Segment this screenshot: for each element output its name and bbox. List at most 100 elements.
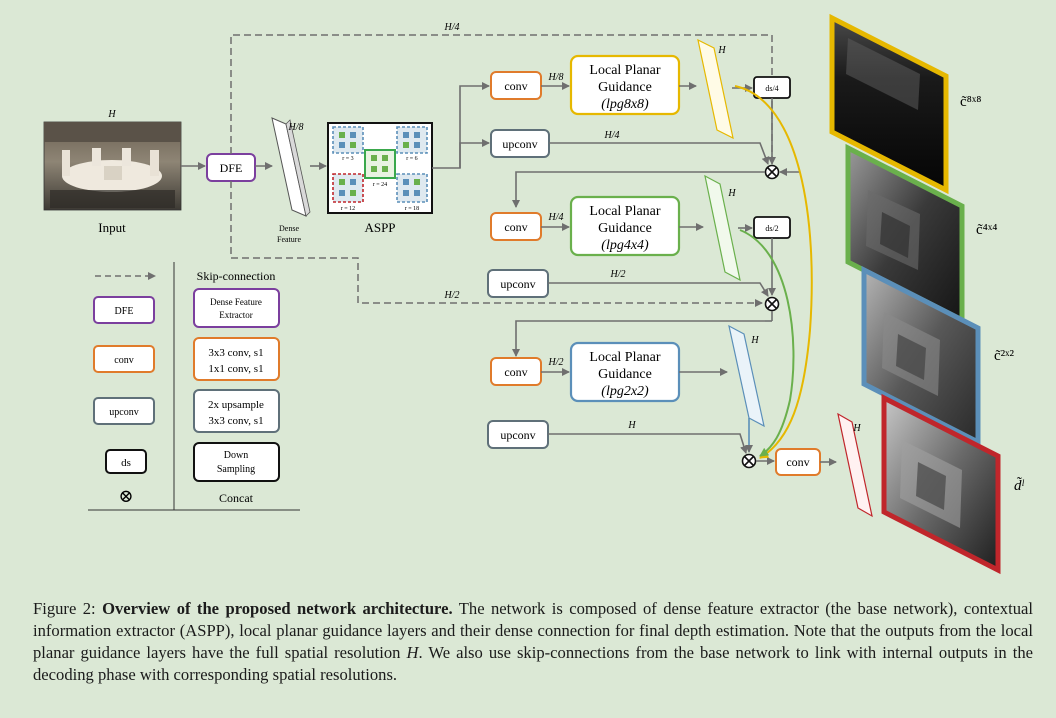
legend-desc-dfe [193,288,280,328]
lpg-title-2: Guidance [598,221,652,236]
lpg-title-1: Local Planar [589,63,660,78]
lpg8-block [569,54,681,116]
dense-connection-green [739,229,795,457]
lpg-title-2: Guidance [598,80,652,95]
legend-desc-upconv [193,389,280,433]
edge-upconv3-concat [548,433,748,454]
conv-label: conv [504,220,527,234]
architecture-diagram: H Input DFE H/8 Dense Feature [43,13,1025,575]
caption-title: Overview of the proposed network archite… [102,599,453,618]
legend-desc-line: Dense Feature [210,297,262,307]
legend-skip-label: Skip-connection [197,269,276,283]
legend-desc-line: Sampling [217,464,255,475]
edge-aspp-upconv1 [459,139,490,168]
legend-key-label: DFE [115,306,134,317]
figure-caption: Figure 2: Overview of the proposed netwo… [33,598,1033,686]
output-map-depth [881,393,1001,575]
output-map-c2 [861,265,981,447]
conv-label: conv [786,455,809,469]
edge-label-h: H [627,420,636,431]
lpg4-output-slab [704,174,741,282]
aspp-rate-label: r = 6 [406,156,417,162]
input-res-label: H [107,109,116,120]
legend-concat-label: Concat [219,491,254,505]
dense-connection-yellow [734,85,813,459]
skip-label-h4: H/4 [444,22,460,33]
legend-key-conv [93,345,155,373]
output-label-c8: c̃⁸ˣ⁸ [960,94,981,110]
legend-desc-line: Extractor [219,310,252,320]
legend-desc-line: Down [224,450,248,461]
output-map-c8 [829,13,949,195]
dense-res-label: H/8 [288,122,304,133]
aspp-r3 [332,126,364,154]
skip-connection-h2 [230,181,763,307]
lpg4-name: (lpg4x4) [601,238,649,253]
lpg4-block [569,195,681,257]
out-res-label: H [727,188,736,199]
concat-icon [764,296,780,312]
edge-label-h4: H/4 [548,212,564,223]
edge-label-h4: H/4 [604,130,620,141]
legend-desc-conv [193,337,280,381]
edge-aspp-conv1 [432,82,490,169]
edge-upconv1-concat [549,142,770,165]
upconv-label: upconv [500,428,535,442]
aspp-r12 [332,173,364,203]
skip-label-h2: H/2 [444,290,460,301]
upconv-label: upconv [502,137,537,151]
legend-key-label: upconv [109,407,138,418]
input-image [43,121,182,211]
lpg8-output-slab [697,38,734,140]
skip-connection-h4 [230,34,773,166]
dense-label-1: Dense [279,224,299,233]
legend-desc-line: 3x3 conv, s1 [208,415,263,427]
upconv-label: upconv [500,277,535,291]
legend-desc-line: 2x upsample [208,399,264,411]
aspp-rate-label: r = 12 [341,206,355,212]
out-res-label: H [852,423,861,434]
aspp-block: r = 3 r = 6 r = 24 r = 12 r = 18 [327,122,433,214]
aspp-rate-label: r = 18 [405,206,419,212]
lpg8-name: (lpg8x8) [601,97,649,112]
legend-key-dfe [93,296,155,324]
conv-label: conv [504,79,527,93]
legend: Skip-connection DFE Dense Feature Extrac… [88,262,300,511]
lpg-title-1: Local Planar [589,204,660,219]
lpg-title-1: Local Planar [589,350,660,365]
edge-label-h2: H/2 [548,357,564,368]
legend-desc-ds [193,442,280,482]
ds4-label: ds/4 [765,84,778,93]
output-label-c4: c̃⁴ˣ⁴ [976,222,997,238]
caption-res-symbol: H [406,643,419,662]
edge-upconv2-concat [548,282,769,297]
output-label-d: d̃ˡ [1014,477,1025,494]
caption-figure-number: Figure 2: [33,599,96,618]
legend-desc-line: 3x3 conv, s1 [208,347,263,359]
caption-body-2: . We also use skip-connections from the … [33,643,1034,684]
aspp-rate-label: r = 24 [373,182,387,188]
input-label: Input [98,220,126,235]
caption-body-1: The network is composed of dense feature… [33,599,1033,662]
dfe-label: DFE [220,161,243,175]
edge-label-h8: H/8 [548,72,564,83]
concat-icon [741,453,757,469]
legend-concat-icon: ⊗ [118,486,133,506]
legend-key-upconv [93,397,155,425]
edge-concat1-conv2 [512,171,765,208]
concat-icon [764,164,780,180]
lpg2-output-slab [728,324,765,428]
legend-key-label: ds [121,457,131,469]
aspp-r24 [364,149,396,179]
output-label-c2: c̃²ˣ² [994,348,1014,364]
aspp-rate-label: r = 3 [342,156,353,162]
edge-concat2-conv3 [512,320,765,357]
output-map-c4 [845,143,965,325]
ds2-label: ds/2 [765,224,778,233]
conv-label: conv [504,365,527,379]
legend-desc-line: 1x1 conv, s1 [208,363,263,375]
dense-label-2: Feature [277,235,301,244]
legend-key-ds [105,449,147,474]
final-output-slab [837,412,873,518]
out-res-label: H [750,335,759,346]
